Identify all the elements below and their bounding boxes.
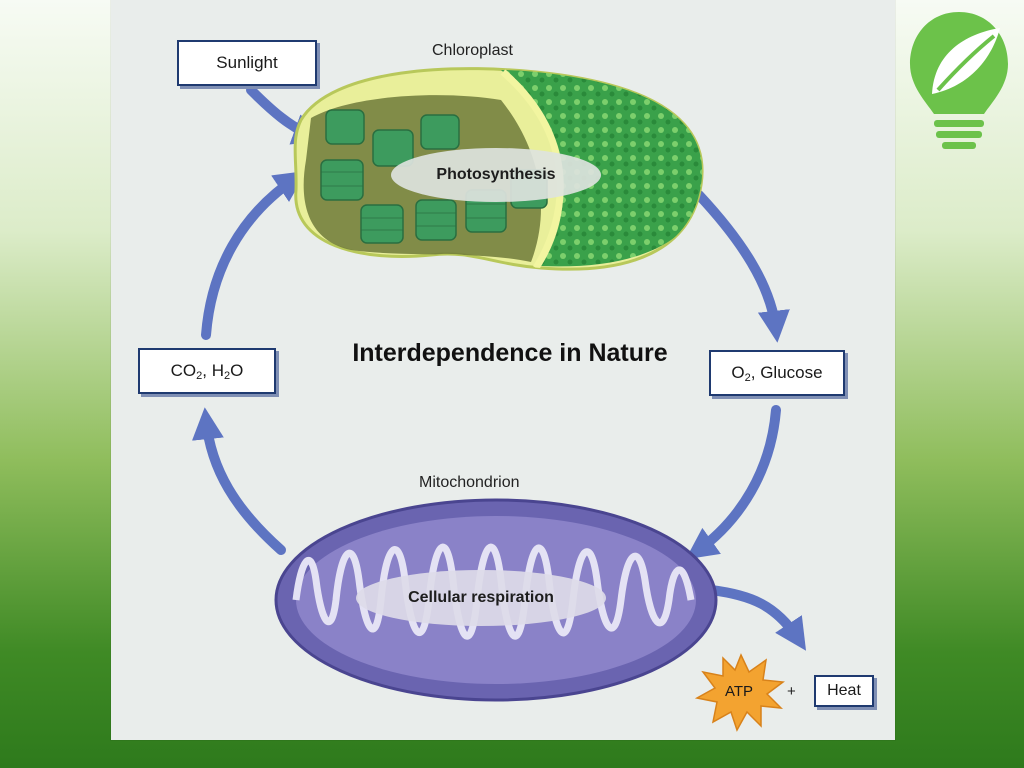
mitochondrion-illustration <box>274 498 718 702</box>
outputs-label: O2, Glucose <box>731 363 823 384</box>
heat-label: Heat <box>827 682 861 699</box>
cycle-diagram <box>191 67 807 732</box>
arrow-outputs-to-mitochondrion <box>685 405 781 560</box>
chloroplast-illustration <box>293 67 704 271</box>
cristae <box>292 543 695 640</box>
atp-label: ATP <box>725 683 754 700</box>
lightbulb-leaf-icon <box>910 12 1008 149</box>
atp-starburst-icon <box>694 653 785 732</box>
outputs-box: O2, Glucose <box>709 350 845 396</box>
chloroplast-label: Chloroplast <box>432 42 513 59</box>
arrow-mitochondrion-to-inputs <box>191 407 286 555</box>
mitochondrion-label: Mitochondrion <box>419 474 520 491</box>
plus-sign: + <box>787 683 796 700</box>
cycle-arrows <box>191 85 807 651</box>
arrow-inputs-to-chloroplast <box>201 170 307 340</box>
cellular-respiration-label: Cellular respiration <box>408 589 554 606</box>
sunlight-box: Sunlight <box>177 40 317 86</box>
slide-title: Interdependence in Nature <box>352 339 668 367</box>
arrow-mitochondrion-to-atp <box>706 585 807 651</box>
sunlight-label: Sunlight <box>216 53 278 72</box>
cellular-respiration-oval <box>356 570 606 626</box>
inputs-label: CO2, H2O <box>170 361 244 382</box>
heat-box: Heat <box>814 675 874 707</box>
inputs-box: CO2, H2O <box>138 348 276 394</box>
slide-canvas: Sunlight Chloroplast Photosynthesis CO2,… <box>111 0 895 740</box>
photosynthesis-oval <box>391 148 601 202</box>
photosynthesis-label: Photosynthesis <box>436 166 556 183</box>
arrow-chloroplast-to-outputs <box>694 190 790 343</box>
